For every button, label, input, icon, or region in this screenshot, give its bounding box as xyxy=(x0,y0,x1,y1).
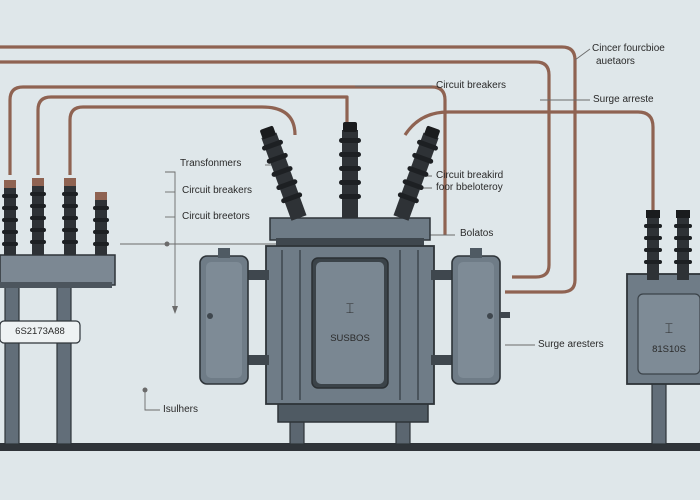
left-insulators xyxy=(2,178,109,255)
left-panel-code: 6S2173A88 xyxy=(15,326,65,337)
label-circuit-breakird: Circuit breakird xyxy=(436,170,504,181)
right-radiator xyxy=(431,248,510,385)
label-foor-bbeloteroy: foor bbeloteroy xyxy=(436,182,503,193)
label-transformers: Transfonmers xyxy=(180,158,242,169)
label-top-right-line1: Cincer fourcbioe xyxy=(592,43,665,54)
transformer-plate-symbol: ⌶ xyxy=(345,300,355,316)
label-surge-arreste: Surge arreste xyxy=(593,94,654,105)
label-surge-aresters: Surge aresters xyxy=(538,339,604,350)
left-panel-plate xyxy=(0,320,81,344)
right-cabinet xyxy=(626,210,700,445)
label-circuit-breetors: Circuit breetors xyxy=(182,211,250,222)
copper-conductors xyxy=(0,45,655,294)
main-transformer xyxy=(199,122,510,445)
left-switchgear-rack xyxy=(0,254,116,445)
transformer-bushings xyxy=(260,122,440,221)
label-circuit-breakers-left: Circuit breakers xyxy=(182,185,253,196)
ground-line xyxy=(0,443,700,451)
label-circuit-breakers-top: Circuit breakers xyxy=(436,80,507,91)
left-radiator xyxy=(199,248,269,385)
cabinet-plate-symbol: ⌶ xyxy=(664,320,674,336)
label-isulhers: Isulhers xyxy=(163,404,199,415)
label-bolatos: Bolatos xyxy=(460,228,494,239)
cabinet-plate-text: 81S10S xyxy=(652,344,686,355)
label-top-right-line2: auetaors xyxy=(596,56,635,67)
transformer-plate-text: SUSBOS xyxy=(330,333,370,344)
